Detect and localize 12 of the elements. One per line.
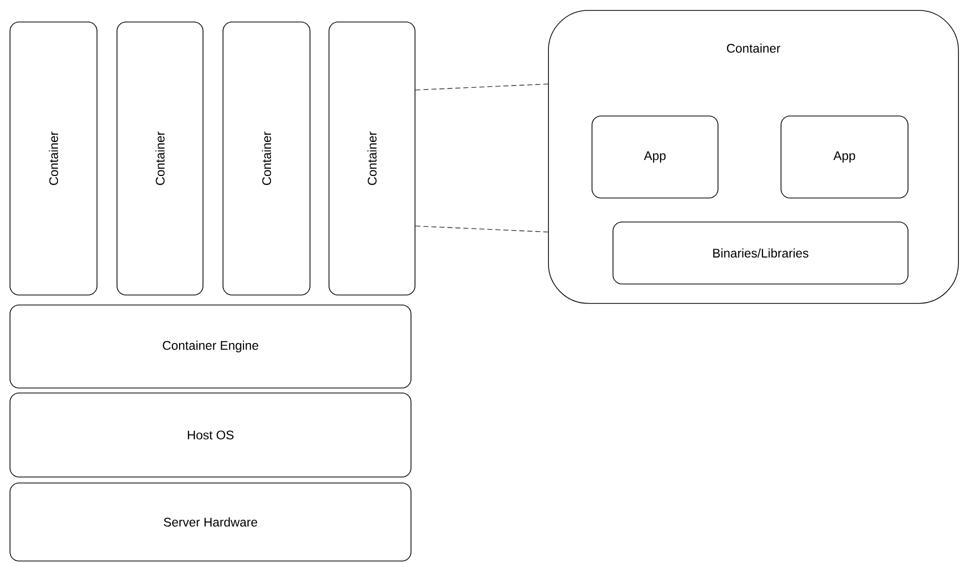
app-box: App xyxy=(780,116,908,198)
container-box: Container xyxy=(10,22,98,296)
container-box: Container xyxy=(328,22,416,296)
container-box: Container xyxy=(116,22,204,296)
app-box: Binaries/Libraries xyxy=(612,222,908,284)
layer-box: Host OS xyxy=(10,392,412,478)
dashed-line xyxy=(415,84,548,90)
dashed-line xyxy=(415,226,548,232)
layer-box: Server Hardware xyxy=(10,482,412,562)
layer-box: Container Engine xyxy=(10,304,412,388)
container-box: Container xyxy=(222,22,310,296)
app-box: App xyxy=(592,116,718,198)
